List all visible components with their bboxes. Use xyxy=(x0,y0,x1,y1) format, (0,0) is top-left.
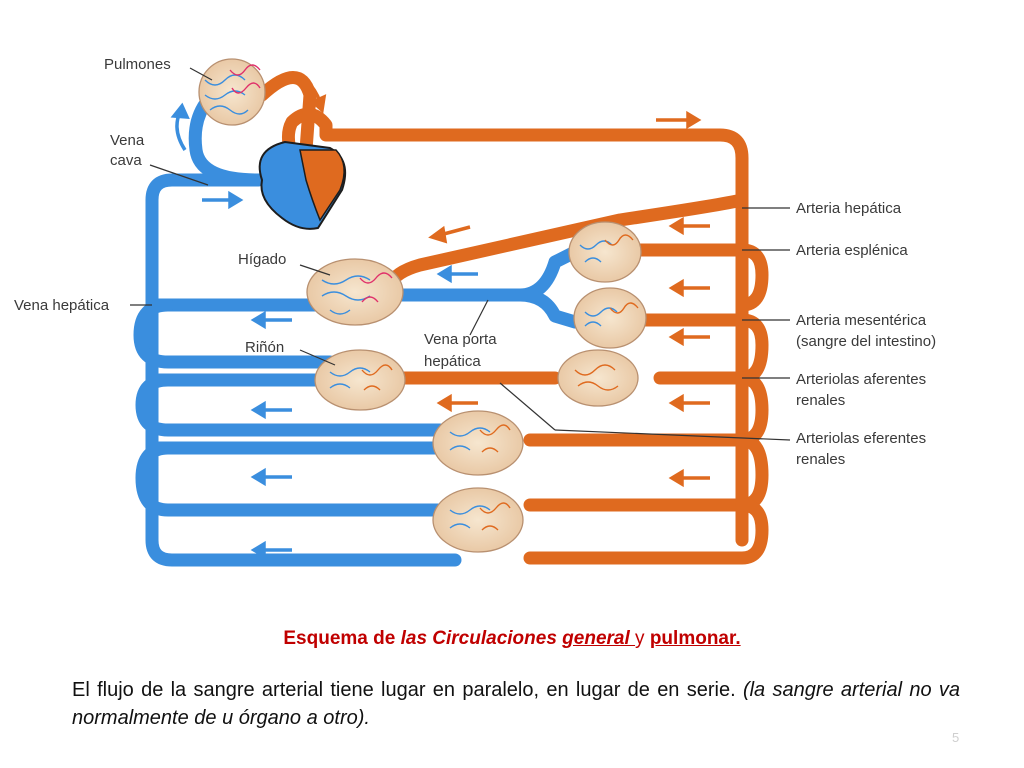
label-higado: Hígado xyxy=(238,251,286,268)
label-arteriolas-aferentes-1: Arteriolas aferentes xyxy=(796,371,926,388)
label-vena-cava-1: Vena xyxy=(110,132,145,149)
label-arteria-mesenterica-1: Arteria mesentérica xyxy=(796,312,927,329)
kidney-efferent-bed xyxy=(557,349,639,407)
body-normal: El flujo de la sangre arterial tiene lug… xyxy=(72,679,743,701)
caption-part4: y xyxy=(635,628,650,649)
liver-capillary-bed xyxy=(306,258,404,326)
spleen-capillary-bed xyxy=(568,221,642,283)
circulation-diagram: Pulmones Vena cava Hígado Vena hepática … xyxy=(14,56,936,567)
intestine-capillary-bed xyxy=(573,287,647,349)
page-number: 5 xyxy=(952,730,960,745)
caption-part3: general xyxy=(562,628,636,649)
organ-capillary-bed-1 xyxy=(432,410,524,476)
venous-vessels xyxy=(133,93,582,567)
caption-part5: pulmonar. xyxy=(649,628,741,649)
body-paragraph: El flujo de la sangre arterial tiene lug… xyxy=(72,676,960,732)
diagram-labels: Pulmones Vena cava Hígado Vena hepática … xyxy=(14,56,936,468)
label-pulmones: Pulmones xyxy=(104,56,171,73)
organ-capillary-bed-2 xyxy=(432,487,524,553)
label-arteriolas-aferentes-2: renales xyxy=(796,392,845,409)
venous-arrows xyxy=(170,102,478,560)
label-vena-porta-2: hepática xyxy=(424,353,481,370)
label-arteria-esplenica: Arteria esplénica xyxy=(796,242,908,259)
figure-caption: Esquema de las Circulaciones general y p… xyxy=(0,628,1024,650)
label-rinon: Riñón xyxy=(245,339,284,356)
label-vena-porta-1: Vena porta xyxy=(424,331,497,348)
label-vena-cava-2: cava xyxy=(110,152,142,169)
label-arteriolas-eferentes-1: Arteriolas eferentes xyxy=(796,430,926,447)
capillary-texture xyxy=(204,64,639,531)
label-vena-hepatica: Vena hepática xyxy=(14,297,110,314)
capillary-beds xyxy=(198,58,647,553)
caption-part2: las Circulaciones xyxy=(400,628,563,649)
caption-part1: Esquema de xyxy=(283,628,401,649)
kidney-capillary-bed xyxy=(314,349,406,411)
arterial-vessels xyxy=(255,71,769,565)
label-arteria-hepatica: Arteria hepática xyxy=(796,200,902,217)
heart xyxy=(258,140,346,230)
leader-lines xyxy=(130,67,791,441)
label-arteriolas-eferentes-2: renales xyxy=(796,451,845,468)
arterial-arrows xyxy=(304,78,710,488)
label-arteria-mesenterica-2: (sangre del intestino) xyxy=(796,333,936,350)
body-italic: (la sangre arterial no va normalmente de… xyxy=(72,679,961,729)
